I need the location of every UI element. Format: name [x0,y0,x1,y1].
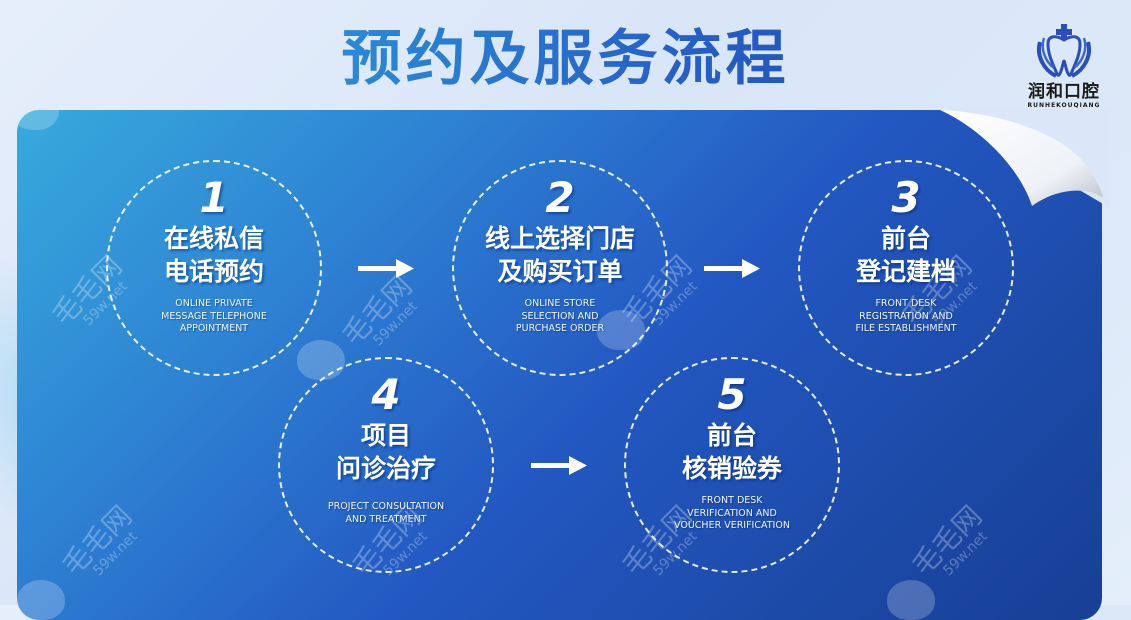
step-title-cn: 在线私信 [163,224,264,253]
logo-name-en: RUNHEKOUQIANG [1027,102,1101,109]
step-title-cn: 核销验券 [681,454,782,483]
page-title: 预约及服务流程 [0,14,1131,104]
cloud-decoration-icon [17,110,59,130]
step-title-cn: 电话预约 [163,257,264,286]
step-number: 3 [891,173,921,222]
step-title-cn: 前台 [706,421,757,450]
step-title-cn: 及购买订单 [497,257,623,286]
step-number: 1 [199,173,229,222]
arrow-right-icon [358,259,414,278]
brand-logo: 润和口腔 RUNHEKOUQIANG [1018,22,1110,122]
step-number: 4 [371,370,401,419]
step-title-cn: 问诊治疗 [335,454,436,483]
logo-name-cn: 润和口腔 [1028,82,1100,102]
step-number: 5 [717,370,747,419]
step-title-cn: 项目 [360,421,411,450]
arrow-right-icon [531,456,587,475]
step-number: 2 [545,173,575,222]
cloud-decoration-icon [17,580,65,620]
page-curl-decoration [940,108,1110,208]
arrow-right-icon [704,259,760,278]
step-title-cn: 线上选择门店 [484,224,635,253]
step-title-cn: 前台 [880,224,931,253]
tooth-cross-icon [1037,24,1091,78]
step-title-cn: 登记建档 [855,257,956,286]
cloud-decoration-icon [887,580,935,620]
